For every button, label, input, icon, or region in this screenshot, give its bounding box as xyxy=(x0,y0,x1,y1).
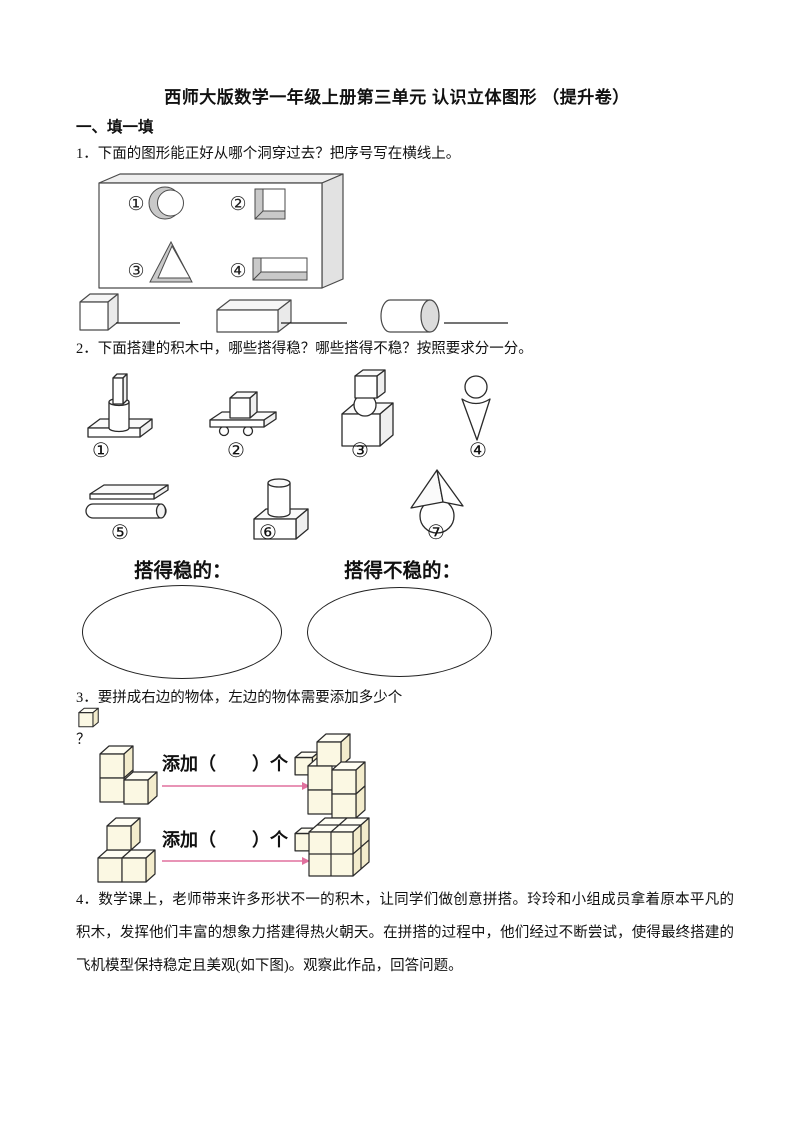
blocks-figure-6 xyxy=(253,478,309,540)
question-4-text: 4．数学课上，老师带来许多形状不一的积木，让同学们做创意拼搭。玲玲和小组成员拿着… xyxy=(76,892,734,974)
q1-objects-row xyxy=(79,293,508,333)
section-heading: 一、填一填 xyxy=(76,119,154,136)
blocks-figure-7 xyxy=(410,469,464,534)
q3-row1-right-figure xyxy=(307,733,366,819)
blocks-label-1: ① xyxy=(92,440,110,462)
unstable-answer-ellipse xyxy=(307,587,492,677)
stable-answer-ellipse xyxy=(82,585,282,679)
board-top-face xyxy=(98,173,344,184)
question-3-prefix: 3．要拼成右边的物体，左边的物体需要添加多少个 xyxy=(76,690,403,706)
cuboid-figure xyxy=(216,299,292,333)
question-2-text: 2．下面搭建的积木中，哪些搭得稳？哪些搭得不稳？按照要求分一分。 xyxy=(76,341,533,357)
unstable-category-label: 搭得不稳的： xyxy=(344,561,462,582)
blocks-figure-3 xyxy=(341,369,394,447)
blocks-label-7: ⑦ xyxy=(427,522,445,544)
question-1-text: 1．下面的图形能正好从哪个洞穿过去？把序号写在横线上。 xyxy=(76,146,461,162)
hole-label-2: ② xyxy=(229,194,246,215)
cube-figure xyxy=(79,293,119,331)
blocks-label-2: ② xyxy=(227,440,245,462)
blocks-label-6: ⑥ xyxy=(259,522,277,544)
add-arrow xyxy=(162,857,310,865)
add-arrow xyxy=(162,782,310,790)
add-count-label: 添加（ ）个 xyxy=(162,754,288,774)
q3-row2-add-label-row: 添加（ ）个 xyxy=(162,826,321,852)
cylinder-figure xyxy=(380,299,440,333)
blocks-label-3: ③ xyxy=(351,440,369,462)
blocks-label-4: ④ xyxy=(469,440,487,462)
question-3-suffix: ？ xyxy=(76,732,91,748)
square-hole xyxy=(254,188,286,220)
hole-label-1: ① xyxy=(127,194,144,215)
triangle-hole xyxy=(149,240,193,283)
blocks-figure-2 xyxy=(209,391,277,437)
blocks-figure-4 xyxy=(461,375,491,441)
q3-row1-left-figure xyxy=(99,745,158,805)
q3-row2-left-figure xyxy=(97,817,156,883)
page-title: 西师大版数学一年级上册第三单元 认识立体图形 （提升卷） xyxy=(164,88,630,107)
hole-label-3: ③ xyxy=(127,261,144,282)
add-count-label: 添加（ ）个 xyxy=(162,830,288,850)
circle-hole xyxy=(148,186,184,220)
q3-row1-add-label-row: 添加（ ）个 xyxy=(162,750,321,776)
blocks-label-5: ⑤ xyxy=(111,522,129,544)
hole-board-figure: ① ② ③ ④ xyxy=(98,173,344,289)
q3-row2-right-figure xyxy=(308,817,370,877)
stable-category-label: 搭得稳的： xyxy=(134,561,232,582)
rectangle-hole xyxy=(252,257,308,281)
question-3-text: 3．要拼成右边的物体，左边的物体需要添加多少个 ？ xyxy=(76,686,402,749)
blocks-figure-1 xyxy=(87,373,153,438)
hole-label-4: ④ xyxy=(229,261,246,282)
small-cube-icon xyxy=(78,707,99,728)
blocks-figure-5 xyxy=(85,484,169,519)
board-side-face xyxy=(321,173,344,289)
